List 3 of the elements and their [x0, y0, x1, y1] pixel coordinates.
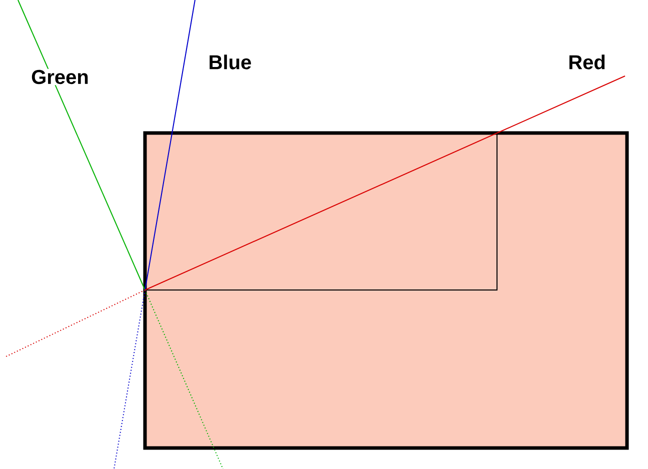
axis-label: Blue [207, 54, 253, 70]
axis-label: Red [567, 54, 607, 70]
axis-label: Green [30, 68, 90, 86]
